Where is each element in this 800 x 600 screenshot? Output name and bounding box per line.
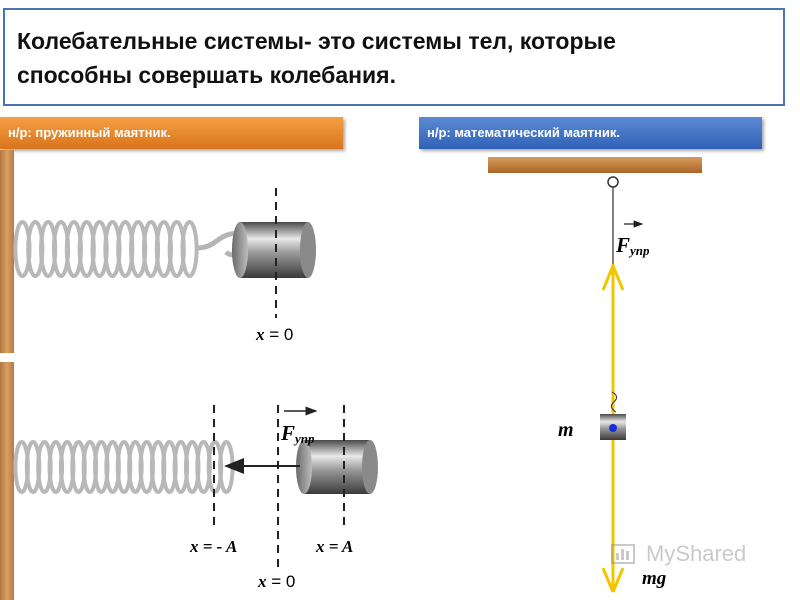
x-neg-a-name: x [189, 537, 199, 556]
x-zero-top-value: = 0 [265, 325, 294, 344]
x-zero-bottom-label: x = 0 [257, 572, 295, 591]
force-math-sub: упр [628, 243, 650, 258]
x-zero-bottom-value: = 0 [267, 572, 296, 591]
ceiling-beam [488, 157, 702, 173]
force-math-name: F [615, 233, 630, 257]
pendulum-bob [600, 391, 626, 440]
title-box: Колебательные системы- это системы тел, … [3, 8, 785, 106]
force-label-math: Fупр [615, 233, 650, 258]
up-arrowhead [601, 265, 625, 291]
spring-pendulum-label: н/р: пружинный маятник. [0, 117, 343, 149]
gravity-label: mg [642, 568, 666, 589]
x-zero-bottom-name: x [257, 572, 267, 591]
x-zero-top-label: x = 0 [255, 325, 293, 344]
x-pos-a-label: x = A [315, 537, 353, 556]
x-pos-a-value: = A [325, 537, 354, 556]
weight-top [232, 222, 316, 278]
wall-bottom [0, 362, 14, 600]
wall-top [0, 150, 14, 353]
x-pos-a-name: x [315, 537, 325, 556]
title-line-1: Колебательные системы- это системы тел, … [17, 28, 616, 54]
x-neg-a-value: = - A [199, 537, 238, 556]
weight-bottom [296, 440, 378, 494]
down-arrowhead [601, 567, 625, 593]
title-line-2: способны совершать колебания. [17, 62, 396, 88]
watermark-text: MyShared [646, 541, 746, 566]
spring-bottom [13, 440, 235, 494]
force-label-spring: Fупр [280, 421, 315, 446]
force-spring-sub: упр [293, 431, 315, 446]
math-pendulum-label: н/р: математический маятник. [419, 117, 762, 149]
x-neg-a-label: x = - A [189, 537, 237, 556]
mass-label: m [558, 419, 574, 441]
watermark-logo: MyShared [611, 541, 746, 566]
pivot [607, 176, 619, 188]
spring-top [13, 220, 199, 278]
x-zero-top-name: x [255, 325, 265, 344]
force-spring-name: F [280, 421, 295, 445]
